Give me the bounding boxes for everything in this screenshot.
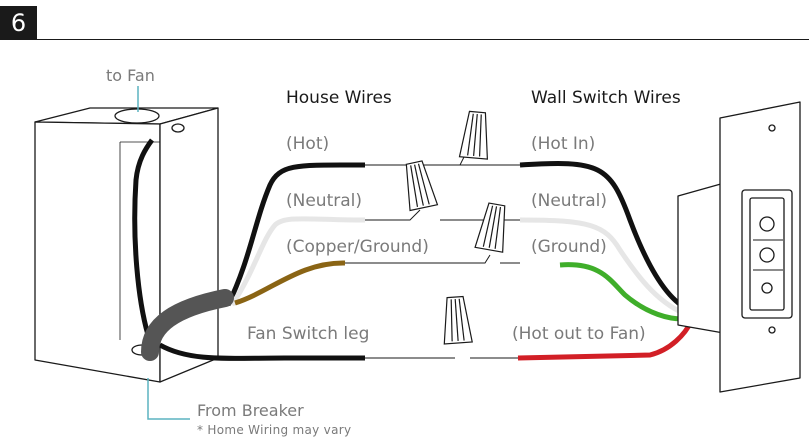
wire-nut-hot — [458, 110, 489, 160]
wire-nut-ground — [474, 202, 506, 253]
hot-out-to-fan-label: (Hot out to Fan) — [512, 324, 646, 344]
house-wires-heading: House Wires — [286, 88, 392, 108]
house-neutral-wire — [229, 216, 366, 307]
house-neutral-label: (Neutral) — [286, 191, 363, 211]
from-breaker-label: From Breaker — [197, 401, 304, 420]
cable-sheath — [141, 289, 234, 361]
house-hot-wire — [225, 162, 366, 307]
fan-switch-leg-wire — [158, 342, 365, 361]
electrical-box — [34, 107, 219, 383]
from-breaker-callout-line — [147, 378, 190, 420]
wire-nut-neutral — [405, 160, 439, 212]
wiring-note: * Home Wiring may vary — [197, 423, 352, 437]
fan-switch-leg-label: Fan Switch leg — [247, 324, 370, 344]
house-ground-label: (Copper/Ground) — [286, 237, 429, 257]
wire-nuts — [405, 110, 506, 345]
header-rule — [37, 39, 809, 40]
switch-neutral-wire — [519, 217, 691, 319]
house-ground-wire — [234, 260, 346, 306]
to-fan-label: to Fan — [106, 66, 155, 85]
wall-switch-wires-heading: Wall Switch Wires — [531, 88, 681, 108]
wall-switch-device — [677, 101, 801, 393]
pigtail-lines — [345, 154, 520, 359]
step-number: 6 — [10, 9, 27, 37]
fan-feed-wire — [132, 138, 155, 336]
switch-ground-label: (Ground) — [531, 237, 607, 257]
wire-nut-switch-leg — [443, 295, 473, 345]
switch-hot-in-wire — [519, 161, 692, 313]
switch-ground-wire — [559, 262, 693, 322]
house-hot-label: (Hot) — [286, 134, 330, 154]
switch-hot-in-label: (Hot In) — [531, 134, 596, 154]
switch-neutral-label: (Neutral) — [531, 191, 608, 211]
step-number-badge: 6 — [0, 6, 37, 40]
